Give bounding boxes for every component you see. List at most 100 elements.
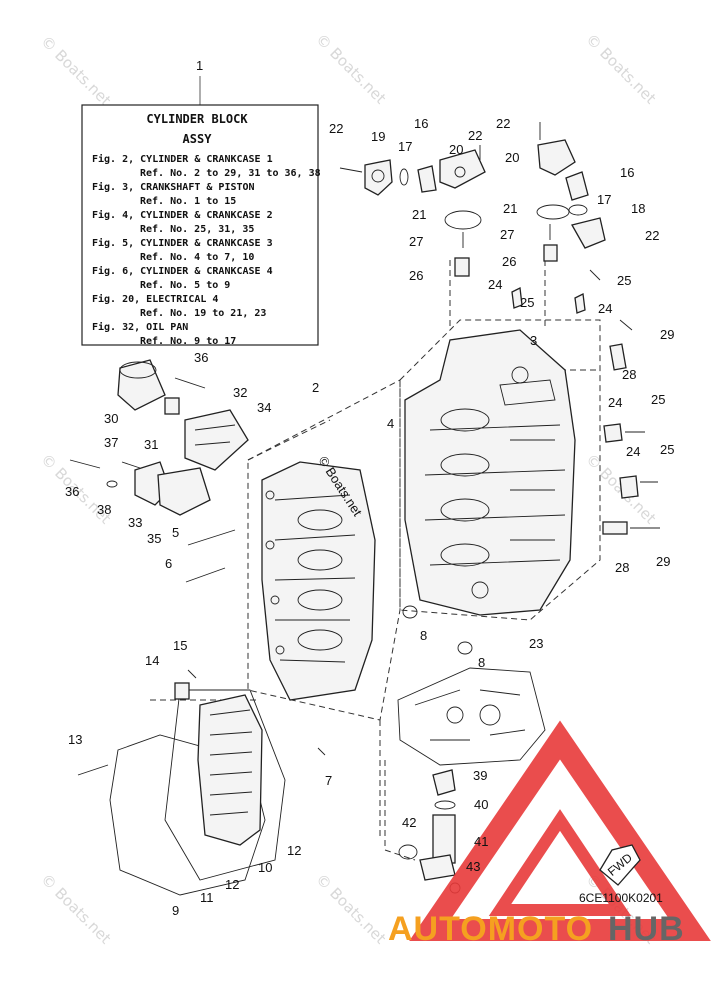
- callout-number: 23: [529, 636, 543, 651]
- thermostat-parts-right: [536, 122, 606, 281]
- callout-number: 10: [258, 860, 272, 875]
- callout-number: 13: [68, 732, 82, 747]
- callout-number: 22: [496, 116, 510, 131]
- legend-line: Ref. No. 1 to 15: [140, 196, 236, 207]
- legend-line: Ref. No. 9 to 17: [140, 336, 236, 347]
- callout-number: 29: [656, 554, 670, 569]
- watermark: © Boats.net: [37, 32, 115, 110]
- callout-number: 28: [622, 367, 636, 382]
- callout-number: 15: [173, 638, 187, 653]
- thermostat-parts-left: [339, 145, 486, 277]
- callout-number: 4: [387, 416, 394, 431]
- callout-number: 25: [651, 392, 665, 407]
- callout-number: 19: [371, 129, 385, 144]
- callout-number: 25: [617, 273, 631, 288]
- callout-number: 27: [500, 227, 514, 242]
- legend-title: CYLINDER BLOCK: [146, 112, 248, 126]
- callout-number: 24: [598, 301, 612, 316]
- legend-line: Fig. 20, ELECTRICAL 4: [92, 293, 218, 305]
- callout-number: 37: [104, 435, 118, 450]
- callout-number: 36: [194, 350, 208, 365]
- callout-number: 22: [468, 128, 482, 143]
- watermark: © Boats.net: [37, 870, 115, 948]
- callout-number: 35: [147, 531, 161, 546]
- callout-number: 26: [502, 254, 516, 269]
- callout-number: 22: [329, 121, 343, 136]
- callout-number: 25: [520, 295, 534, 310]
- callout-number: 8: [478, 655, 485, 670]
- side-fasteners: [511, 287, 660, 535]
- callout-number: 42: [402, 815, 416, 830]
- watermark: © Boats.net: [312, 870, 390, 948]
- callout-number: 32: [233, 385, 247, 400]
- legend-line: Ref. No. 19 to 21, 23: [140, 308, 266, 319]
- callout-number: 26: [409, 268, 423, 283]
- callout-number: 27: [409, 234, 423, 249]
- callout-number: 30: [104, 411, 118, 426]
- legend-box: CYLINDER BLOCK ASSY Fig. 2, CYLINDER & C…: [81, 76, 321, 347]
- callout-number: 11: [200, 890, 214, 905]
- callout-number: 28: [615, 560, 629, 575]
- brand-text-part2: HUB: [608, 910, 685, 948]
- callout-number: 39: [473, 768, 487, 783]
- callout-number: 22: [645, 228, 659, 243]
- legend-line: Fig. 3, CRANKSHAFT & PISTON: [92, 181, 255, 193]
- callout-number: 3: [530, 333, 537, 348]
- callout-number: 5: [172, 525, 179, 540]
- callout-number: 18: [631, 201, 645, 216]
- callout-number: 38: [97, 502, 111, 517]
- callout-number: 24: [626, 444, 640, 459]
- legend-line: Fig. 5, CYLINDER & CRANKCASE 3: [92, 237, 273, 249]
- callout-number: 21: [503, 201, 517, 216]
- callout-number: 41: [474, 834, 488, 849]
- cylinder-block: [404, 329, 576, 616]
- callout-number: 12: [225, 877, 239, 892]
- callout-number: 20: [505, 150, 519, 165]
- legend-subtitle: ASSY: [183, 132, 213, 146]
- callout-number: 2: [312, 380, 319, 395]
- callout-layer: 2345678891011121213141516161717181920202…: [65, 116, 674, 918]
- callout-number: 16: [620, 165, 634, 180]
- callout-number: 12: [287, 843, 301, 858]
- callout-number: 21: [412, 207, 426, 222]
- callout-number: 43: [466, 859, 480, 874]
- oil-pan-gasket-group: [397, 605, 546, 894]
- callout-number: 17: [398, 139, 412, 154]
- callout-number: 17: [597, 192, 611, 207]
- exhaust-cover-group: [77, 669, 326, 896]
- brand-wordmark: AUTOMOTO HUB: [388, 910, 685, 948]
- callout-number: 29: [660, 327, 674, 342]
- callout-number: 31: [144, 437, 158, 452]
- watermark: © Boats.net: [582, 30, 660, 108]
- callout-number: 25: [660, 442, 674, 457]
- oil-filter-group: [69, 359, 249, 583]
- callout-number: 6: [165, 556, 172, 571]
- part-code: 6CE1100K0201: [579, 891, 663, 905]
- callout-number: 40: [474, 797, 488, 812]
- callout-number: 16: [414, 116, 428, 131]
- brand-text-part1: AUTOMOTO: [388, 910, 593, 948]
- legend-line: Ref. No. 5 to 9: [140, 280, 230, 291]
- callout-number: 14: [145, 653, 159, 668]
- legend-number: 1: [196, 58, 203, 73]
- callout-number: 24: [488, 277, 502, 292]
- callout-number: 7: [325, 773, 332, 788]
- crankcase-half: [261, 461, 376, 701]
- callout-number: 34: [257, 400, 271, 415]
- callout-number: 8: [420, 628, 427, 643]
- legend-line: Fig. 2, CYLINDER & CRANKCASE 1: [92, 153, 273, 165]
- legend-line: Ref. No. 2 to 29, 31 to 36, 38: [140, 168, 321, 179]
- brand-logo-mark: [409, 720, 711, 941]
- legend-line: Fig. 4, CYLINDER & CRANKCASE 2: [92, 209, 273, 221]
- legend-line: Fig. 32, OIL PAN: [92, 321, 188, 333]
- callout-number: 24: [608, 395, 622, 410]
- callout-number: 20: [449, 142, 463, 157]
- callout-number: 33: [128, 515, 142, 530]
- legend-line: Ref. No. 4 to 7, 10: [140, 252, 254, 263]
- legend-line: Fig. 6, CYLINDER & CRANKCASE 4: [92, 265, 273, 277]
- callout-number: 36: [65, 484, 79, 499]
- watermark: © Boats.net: [312, 30, 390, 108]
- legend-line: Ref. No. 25, 31, 35: [140, 224, 254, 235]
- callout-number: 9: [172, 903, 179, 918]
